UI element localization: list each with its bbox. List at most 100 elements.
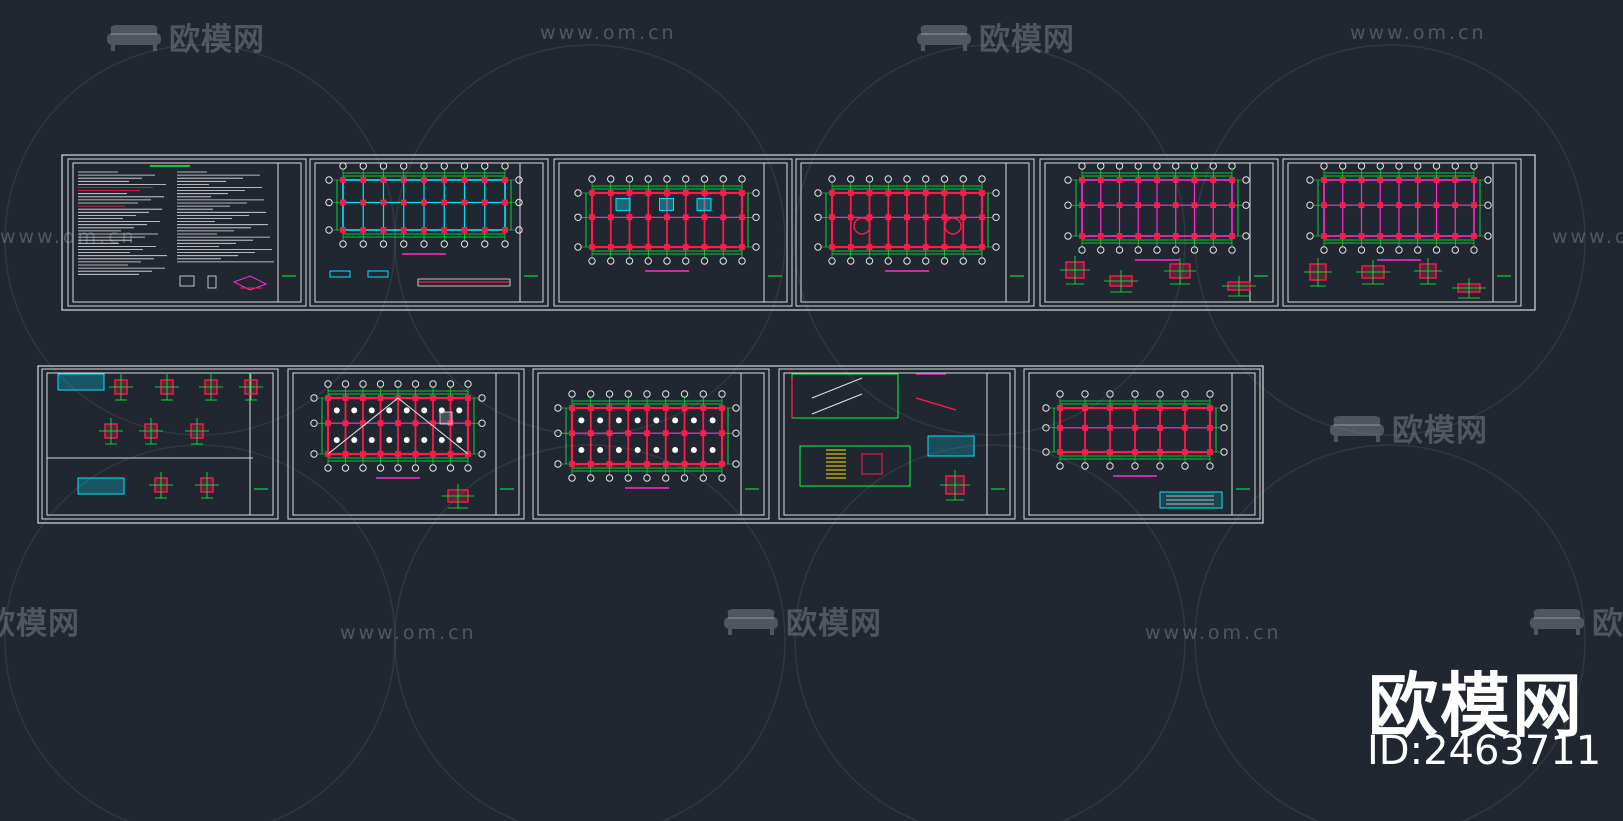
slab-marker: [690, 447, 697, 453]
column: [502, 177, 508, 183]
axis-bubble: [574, 213, 582, 222]
column: [325, 420, 331, 427]
roof-hatch: [439, 411, 453, 425]
column: [1107, 424, 1113, 431]
column: [1414, 177, 1421, 183]
column: [395, 451, 401, 457]
column: [447, 420, 454, 427]
slab-marker: [403, 437, 410, 443]
axis-bubble: [682, 175, 690, 183]
column: [342, 395, 349, 401]
column: [340, 177, 346, 183]
column: [701, 190, 708, 196]
column: [1157, 449, 1163, 455]
column: [342, 451, 349, 457]
column: [360, 451, 366, 457]
column: [481, 177, 488, 183]
column: [1339, 177, 1346, 183]
sheet-column-details: [41, 368, 279, 520]
axis-bubble: [554, 404, 562, 412]
axis-bubble: [663, 175, 671, 183]
axis-bubble: [828, 175, 836, 183]
column: [441, 227, 448, 233]
column: [626, 244, 633, 250]
axis-bubble: [481, 240, 489, 248]
column: [400, 199, 407, 206]
sheet-general-notes: [67, 158, 307, 307]
axis-bubble: [1306, 176, 1314, 184]
column: [885, 190, 892, 196]
axis-bubble: [718, 390, 726, 398]
column: [941, 214, 948, 221]
column: [1433, 202, 1440, 209]
column: [1377, 177, 1384, 183]
sheet-inner-border: [1028, 372, 1256, 516]
slab-marker: [456, 437, 463, 443]
axis-bubble: [1056, 390, 1064, 398]
column: [1132, 424, 1138, 431]
axis-bubble: [732, 460, 740, 468]
axis-bubble: [1081, 390, 1089, 398]
slab-marker: [421, 437, 428, 443]
axis-bubble: [501, 162, 509, 170]
column: [412, 420, 419, 427]
column: [922, 214, 929, 221]
column: [1097, 177, 1104, 183]
sheet-border: [1039, 158, 1279, 307]
sheet-border: [795, 158, 1035, 307]
stair-flight: [811, 393, 863, 415]
column: [739, 214, 745, 221]
opening-mark: [853, 217, 871, 235]
column: [1182, 449, 1188, 455]
column: [587, 430, 594, 437]
column: [400, 227, 407, 233]
column: [606, 405, 613, 411]
axis-bubble: [680, 390, 689, 398]
axis-bubble: [1064, 232, 1072, 240]
column: [1433, 233, 1440, 239]
column: [607, 190, 614, 196]
column: [625, 430, 632, 437]
column: [447, 395, 454, 401]
column: [979, 190, 985, 196]
column: [682, 190, 689, 196]
foundation-beam-detail: [417, 278, 511, 287]
axis-bubble: [1414, 162, 1422, 170]
column: [1082, 449, 1088, 455]
slab-marker: [597, 447, 604, 453]
axis-bubble: [1064, 201, 1072, 209]
axis-bubble: [1432, 246, 1441, 254]
column: [1097, 202, 1104, 209]
axis-bubble: [644, 175, 652, 183]
axis-bubble: [662, 390, 670, 398]
sheet-foundation-plan: [309, 158, 549, 307]
axis-bubble: [1181, 390, 1189, 398]
sheet-inner-border: [46, 372, 274, 516]
axis-bubble: [1131, 390, 1139, 398]
column: [395, 420, 401, 427]
column: [412, 451, 419, 457]
axis-bubble: [464, 464, 472, 472]
column: [1414, 202, 1421, 209]
column: [360, 227, 367, 233]
column: [447, 451, 454, 457]
axis-bubble: [588, 175, 596, 183]
axis-bubble: [310, 394, 318, 402]
axis-bubble: [478, 450, 486, 458]
axis-bubble: [324, 380, 332, 388]
axis-bubble: [1376, 246, 1384, 254]
axis-bubble: [1081, 462, 1089, 470]
column: [1452, 233, 1459, 239]
column: [1471, 177, 1477, 183]
axis-bubble: [625, 257, 634, 265]
axis-bubble: [1220, 404, 1228, 412]
column: [1172, 233, 1179, 239]
axis-bubble: [732, 429, 740, 437]
axis-bubble: [1172, 246, 1180, 254]
column: [1116, 233, 1123, 239]
column: [720, 214, 727, 221]
column: [606, 430, 613, 437]
axis-bubble: [1220, 424, 1228, 432]
column: [1207, 424, 1213, 431]
